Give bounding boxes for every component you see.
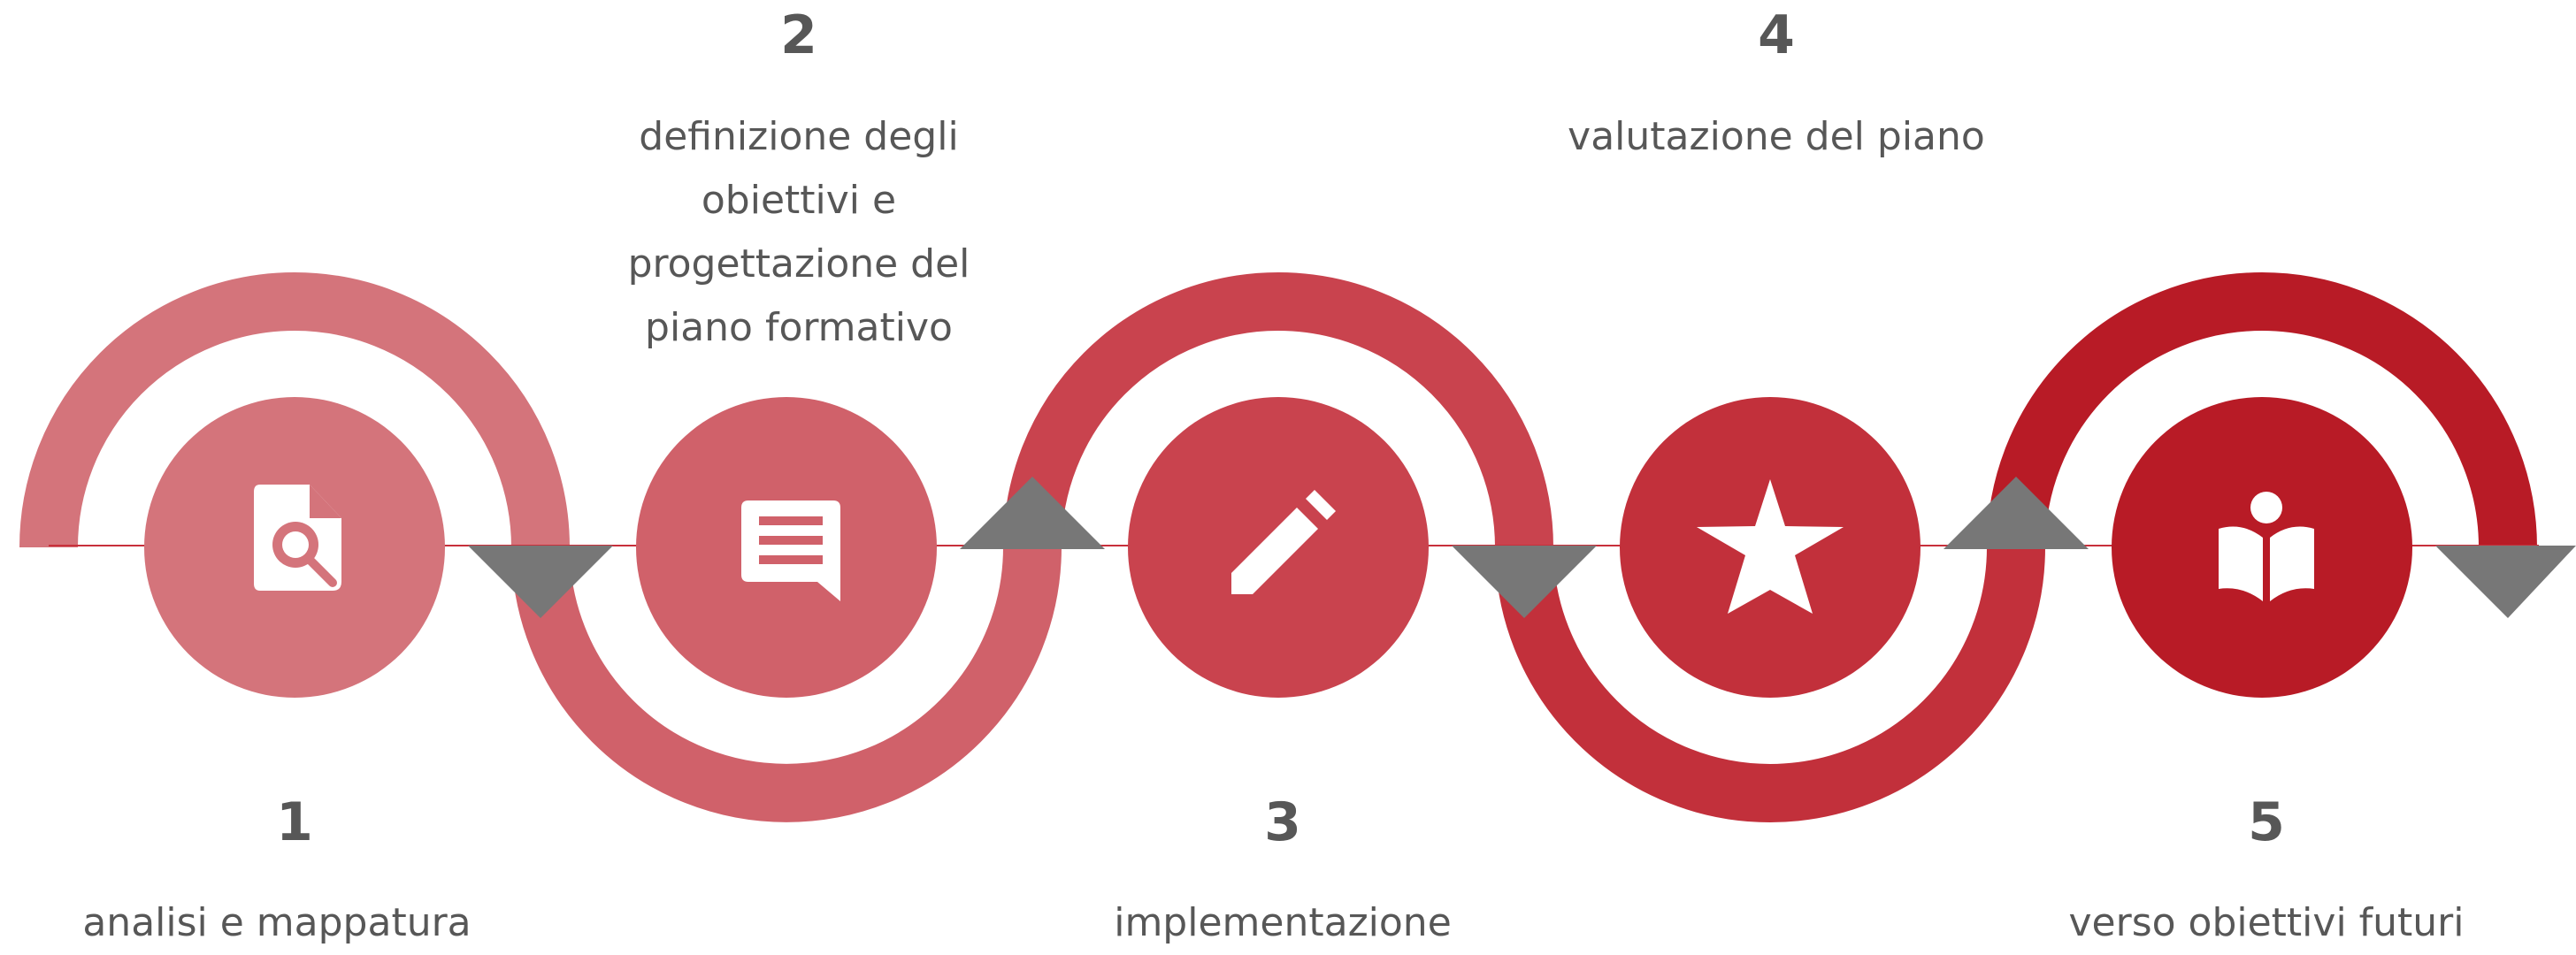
step-1-number: 1 bbox=[276, 791, 313, 853]
step-5-label: verso obiettivi futuri bbox=[2068, 900, 2465, 945]
arrow-up-4 bbox=[1944, 477, 2089, 549]
arc-step-3 bbox=[1003, 272, 1553, 548]
step-3-number: 3 bbox=[1264, 791, 1301, 853]
step-1-label: analisi e mappatura bbox=[82, 900, 472, 945]
step-2-number: 2 bbox=[780, 4, 817, 66]
arrow-down-1 bbox=[468, 546, 613, 618]
arc-step-2 bbox=[511, 546, 1062, 822]
chat-icon bbox=[741, 500, 840, 601]
arrow-down-3 bbox=[1452, 546, 1597, 618]
step-2-label-line: obiettivi e bbox=[701, 178, 897, 223]
reader-icon bbox=[2219, 492, 2314, 601]
step-2-label: definizione degli obiettivi e progettazi… bbox=[525, 105, 1073, 360]
arc-step-5 bbox=[1987, 272, 2537, 548]
arc-step-4 bbox=[1495, 546, 2045, 822]
step-4-label: valutazione del piano bbox=[1568, 114, 1985, 159]
step-2-label-line: progettazione del bbox=[627, 241, 970, 286]
step-5-number: 5 bbox=[2248, 791, 2285, 853]
step-2-label-line: definizione degli bbox=[639, 114, 959, 159]
step-3-label: implementazione bbox=[1114, 900, 1452, 945]
pencil-icon bbox=[1231, 490, 1336, 594]
arrow-up-2 bbox=[960, 477, 1105, 549]
arrow-down-5 bbox=[2435, 546, 2576, 618]
document-search-icon bbox=[254, 485, 341, 591]
step-2-label-line: piano formativo bbox=[645, 305, 953, 350]
arc-step-1 bbox=[19, 272, 570, 548]
step-4-number: 4 bbox=[1758, 4, 1795, 66]
star-icon bbox=[1697, 479, 1844, 614]
